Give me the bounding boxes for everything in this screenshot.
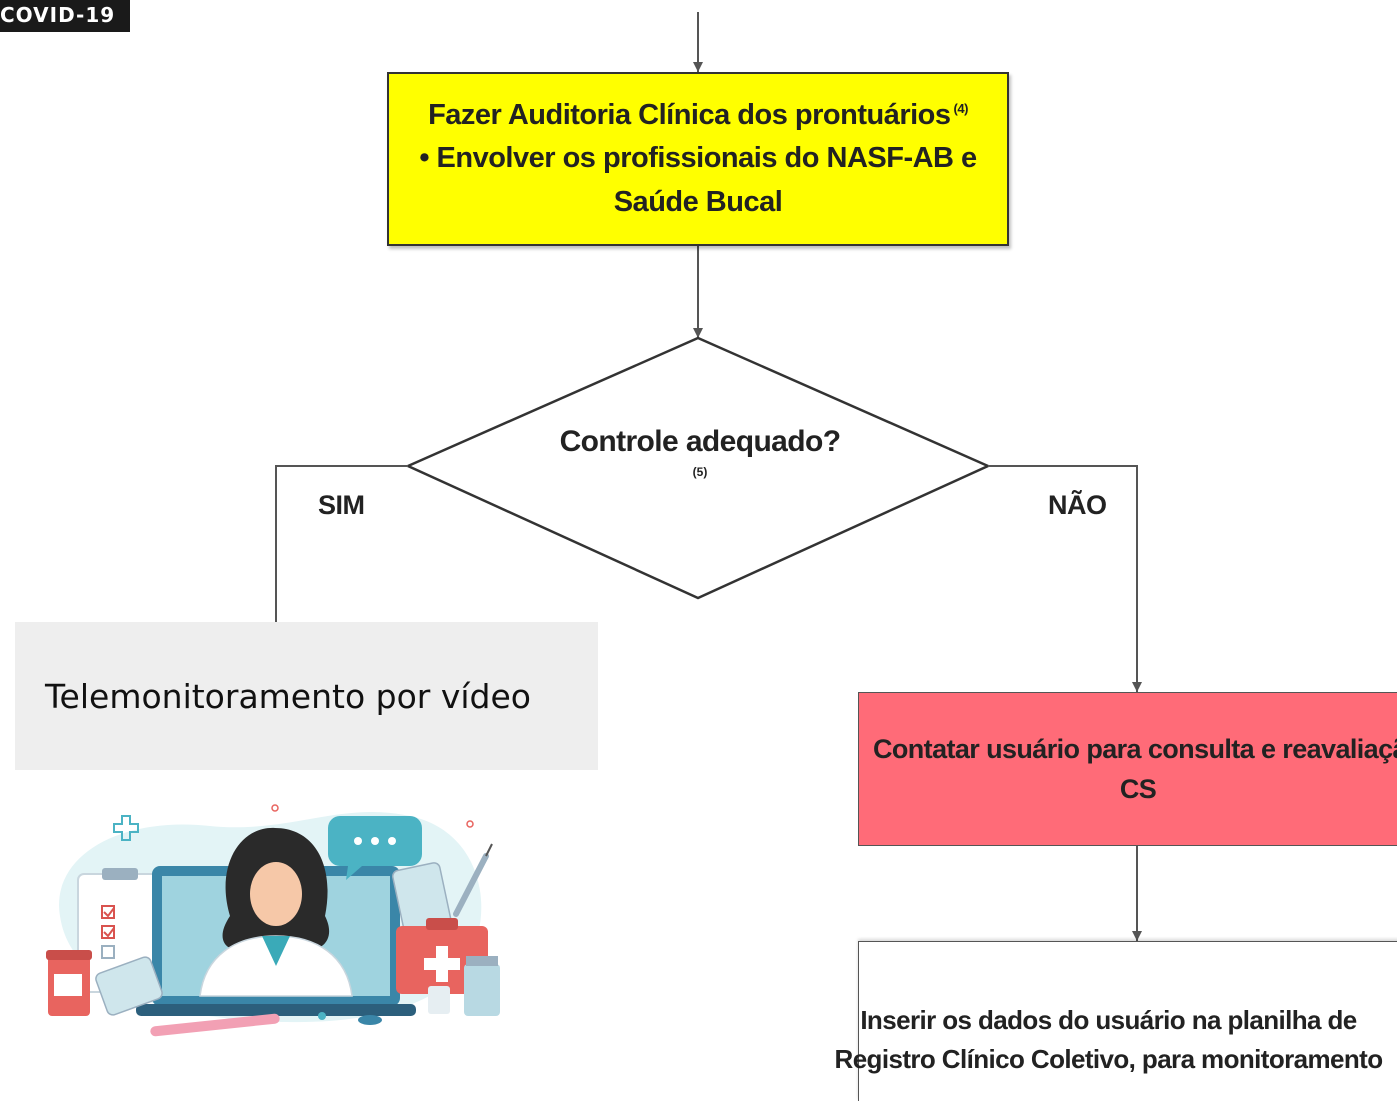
- decision-text: Controle adequado? (5): [540, 425, 860, 479]
- thermometer-icon: [150, 1013, 280, 1037]
- video-banner: Telemonitoramento por vídeo: [15, 622, 598, 770]
- audit-title-line: Fazer Auditoria Clínica dos prontuários(…: [428, 94, 968, 138]
- audit-bullet: • Envolver os profissionais do NASF-AB e: [419, 142, 977, 175]
- audit-title: Fazer Auditoria Clínica dos prontuários: [428, 98, 951, 131]
- arrow-head-top: [693, 62, 703, 72]
- plus-icon: [113, 815, 139, 841]
- medicine-bottle-icon: [464, 964, 500, 1016]
- syringe-icon: [453, 853, 489, 917]
- decision-ref: (5): [692, 465, 708, 479]
- capsule-icon: [358, 1015, 382, 1025]
- decision-label: Controle adequado?: [559, 425, 841, 458]
- register-line2: Registro Clínico Coletivo, para monitora…: [834, 1043, 1384, 1074]
- register-box: Inserir os dados do usuário na planilha …: [835, 941, 1397, 1101]
- chat-bubble-icon: [328, 816, 422, 880]
- covid-tag: COVID-19: [0, 0, 130, 32]
- video-banner-text: Telemonitoramento por vídeo: [45, 676, 531, 716]
- connector-no: [988, 465, 1138, 692]
- contact-box: Contatar usuário para consulta e reavali…: [858, 692, 1397, 846]
- contact-line1: Contatar usuário para consulta e reavali…: [873, 733, 1397, 764]
- branch-yes-label: SIM: [318, 490, 365, 520]
- doctor-telemedicine-illustration: [46, 804, 500, 1037]
- arrow-head-contact: [1132, 682, 1142, 692]
- doctor-face-icon: [250, 862, 302, 926]
- arrow-head-register: [1132, 931, 1142, 941]
- connector-yes: [275, 465, 408, 622]
- laptop-base-icon: [136, 1004, 416, 1016]
- contact-line2: CS: [1119, 774, 1157, 804]
- audit-bullet-cont: Saúde Bucal: [613, 185, 783, 218]
- audit-title-ref: (4): [953, 101, 969, 117]
- register-text: Inserir os dados do usuário na planilha …: [835, 965, 1397, 1079]
- audit-box: Fazer Auditoria Clínica dos prontuários(…: [387, 72, 1009, 246]
- branch-no-label: NÃO: [1048, 490, 1107, 520]
- arrow-head-decision: [693, 328, 703, 338]
- decision-diamond: [404, 336, 992, 600]
- register-line1: Inserir os dados do usuário na planilha …: [860, 1004, 1357, 1035]
